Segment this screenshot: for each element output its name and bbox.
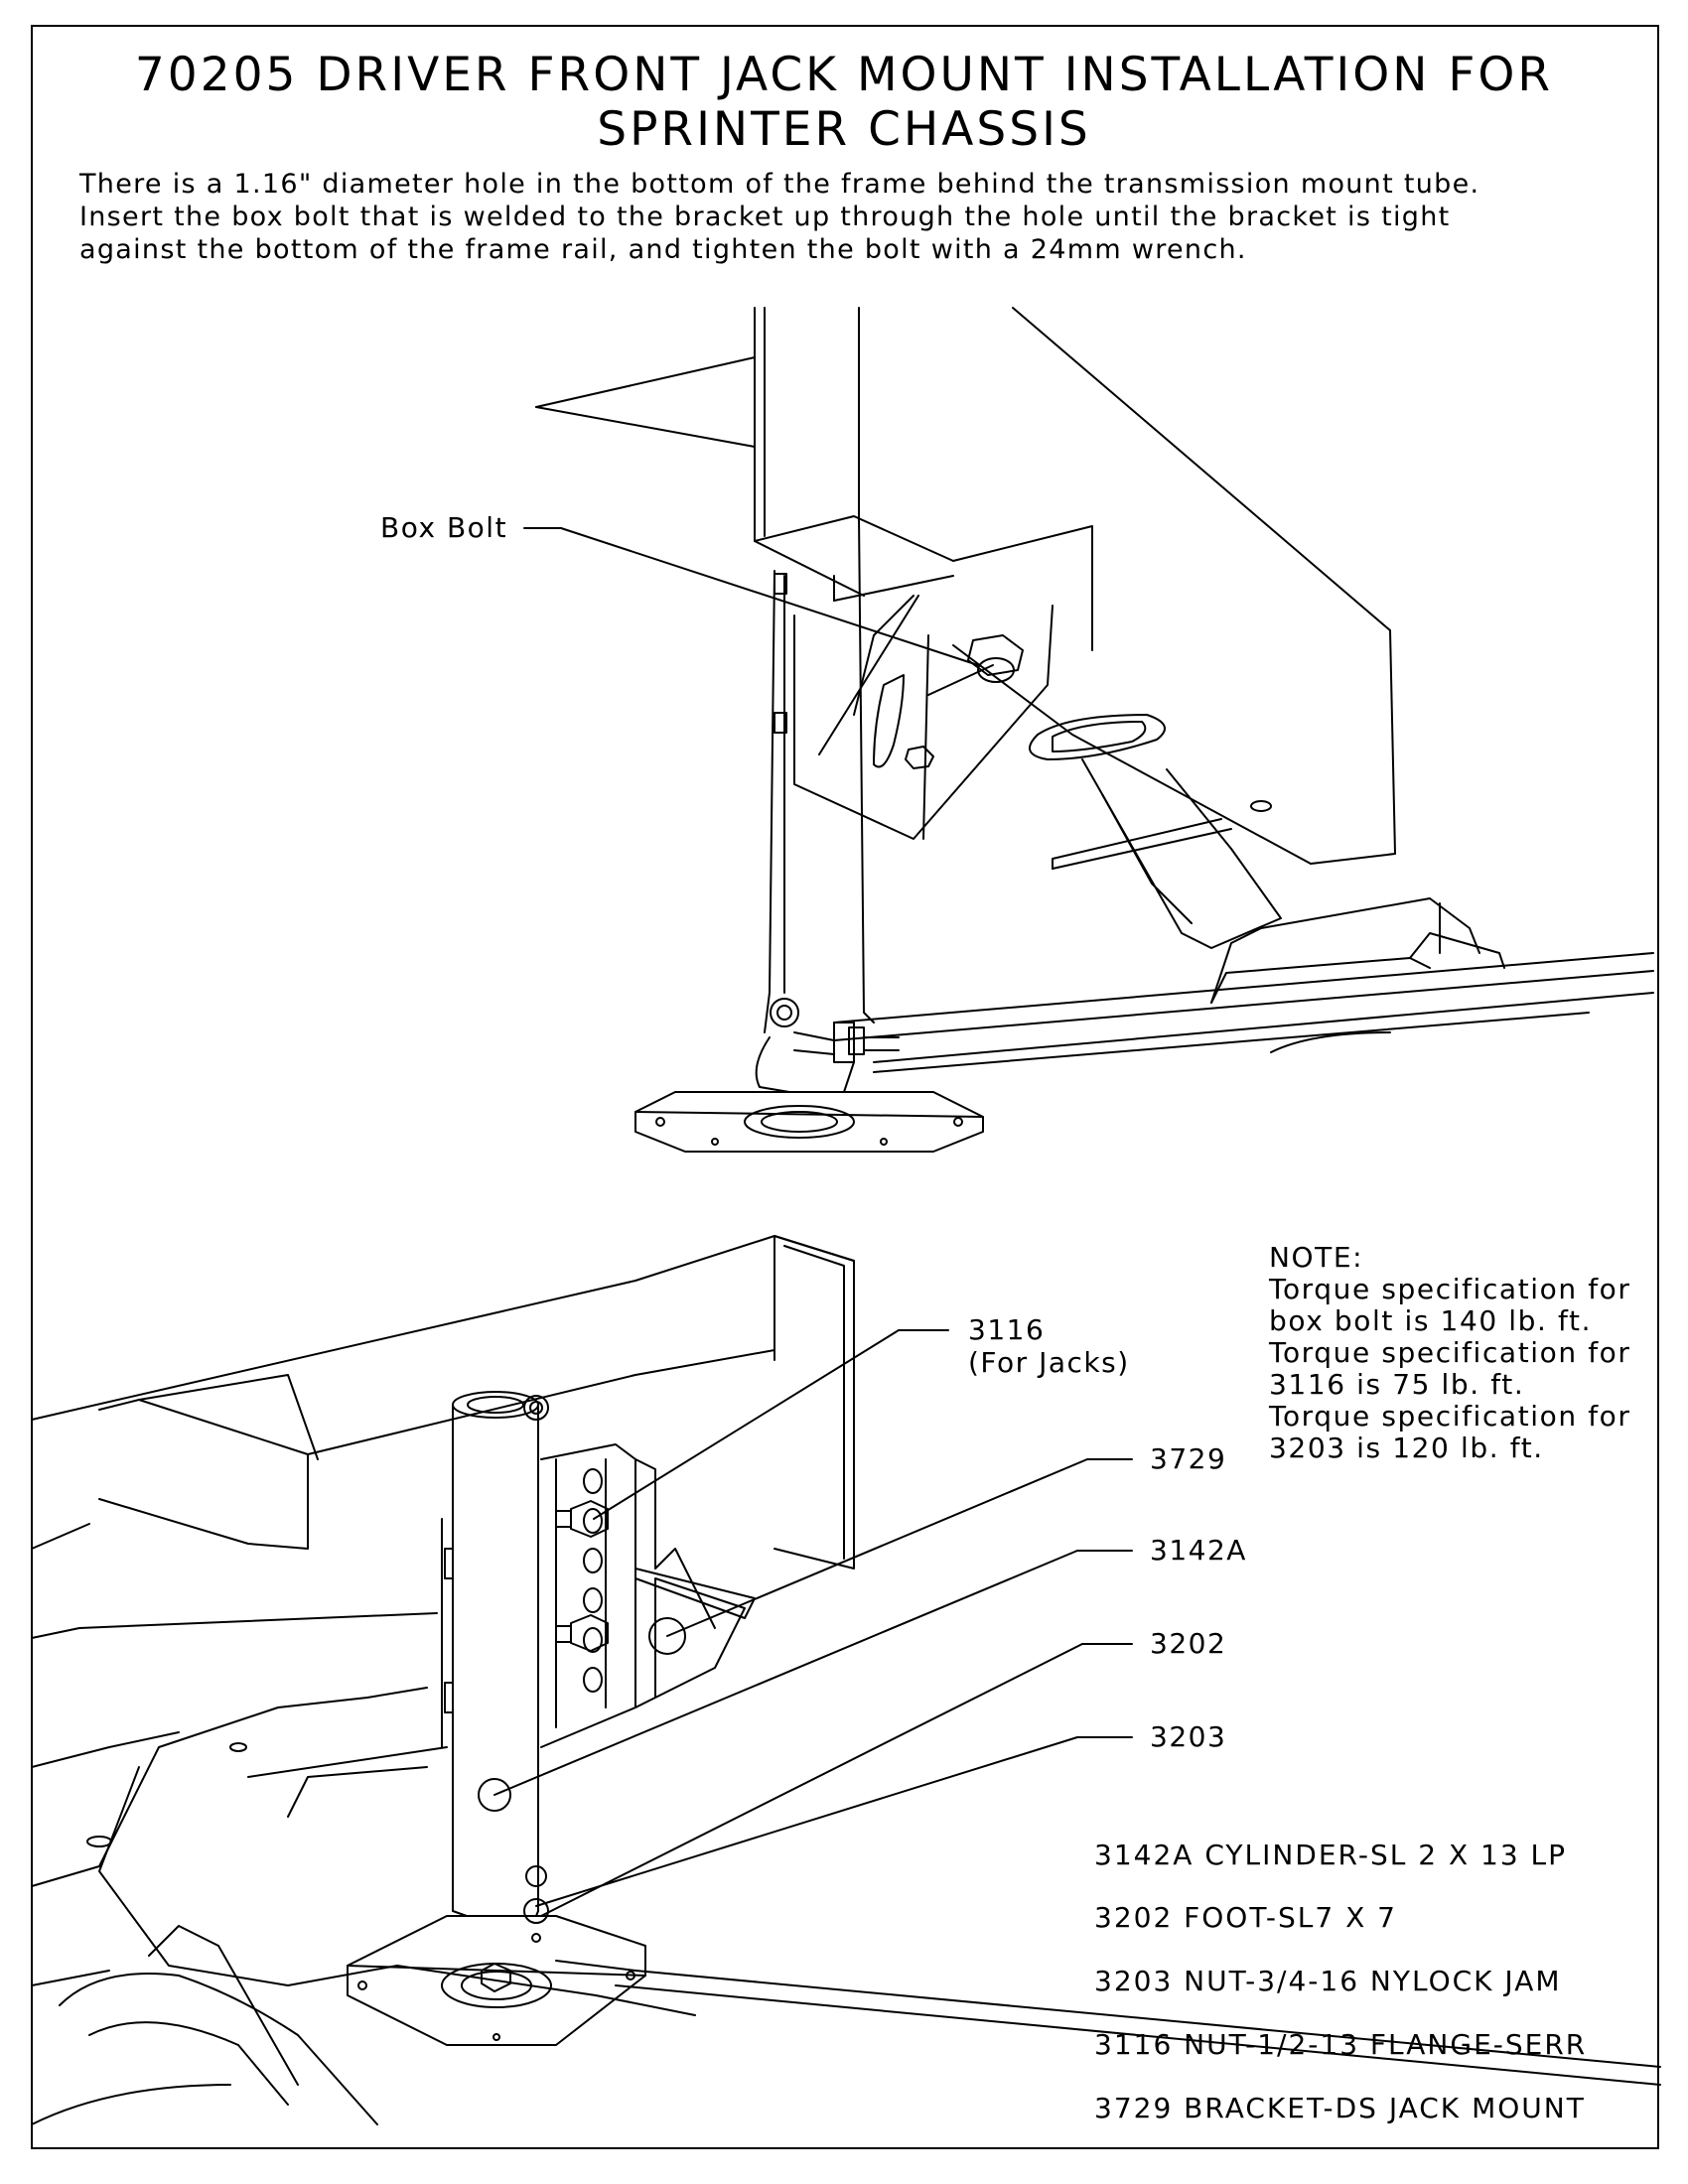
parts-list-item: 3116 NUT-1/2-13 FLANGE-SERR: [1094, 2028, 1588, 2061]
nut-3116: [556, 1501, 608, 1651]
note-line-3: Torque specification for: [1269, 1336, 1631, 1369]
callout-3116: 3116: [968, 1313, 1046, 1346]
callout-3203: 3203: [1150, 1720, 1227, 1753]
box-bolt: [906, 635, 1023, 768]
parts-list-item: 3142A CYLINDER-SL 2 X 13 LP: [1094, 1839, 1568, 1871]
foot-plate-upper: [635, 1062, 983, 1152]
frame-rail-lower: [834, 898, 1653, 1072]
cross-member-upper: [1030, 715, 1281, 948]
foot-plate-bottom: [348, 1899, 645, 2045]
title-line-1: 70205 DRIVER FRONT JACK MOUNT INSTALLATI…: [134, 48, 1554, 102]
note-heading: NOTE:: [1269, 1241, 1364, 1274]
jack-cylinder: [442, 1392, 548, 1911]
callout-3202: 3202: [1150, 1627, 1227, 1660]
callout-box-bolt: Box Bolt: [380, 511, 508, 544]
note-line-4: 3116 is 75 lb. ft.: [1269, 1368, 1525, 1401]
jack-bracket-bottom: [541, 1444, 745, 1747]
instruction-line-1: There is a 1.16" diameter hole in the bo…: [79, 169, 1480, 200]
leaders-bottom: [494, 1330, 1132, 1916]
note-line-1: Torque specification for: [1269, 1273, 1631, 1305]
instruction-line-2: Insert the box bolt that is welded to th…: [79, 202, 1451, 232]
callout-3142a: 3142A: [1150, 1534, 1247, 1567]
parts-list-item: 3729 BRACKET-DS JACK MOUNT: [1094, 2092, 1586, 2124]
note-line-2: box bolt is 140 lb. ft.: [1269, 1304, 1593, 1337]
leader-box-bolt-angle: [561, 528, 978, 665]
parts-list-item: 3203 NUT-3/4-16 NYLOCK JAM: [1094, 1965, 1562, 1997]
instruction-line-3: against the bottom of the frame rail, an…: [79, 234, 1247, 265]
callout-3729: 3729: [1150, 1442, 1227, 1475]
note-line-6: 3203 is 120 lb. ft.: [1269, 1432, 1544, 1464]
note-line-5: Torque specification for: [1269, 1400, 1631, 1433]
callout-3116-note: (For Jacks): [968, 1346, 1130, 1379]
sheet-border: [31, 25, 1659, 2149]
frame-rail-bottom: [32, 1236, 1660, 2085]
title-line-2: SPRINTER CHASSIS: [597, 102, 1091, 157]
parts-list-item: 3202 FOOT-SL7 X 7: [1094, 1901, 1397, 1934]
cutout-bottom: [32, 1926, 377, 2124]
